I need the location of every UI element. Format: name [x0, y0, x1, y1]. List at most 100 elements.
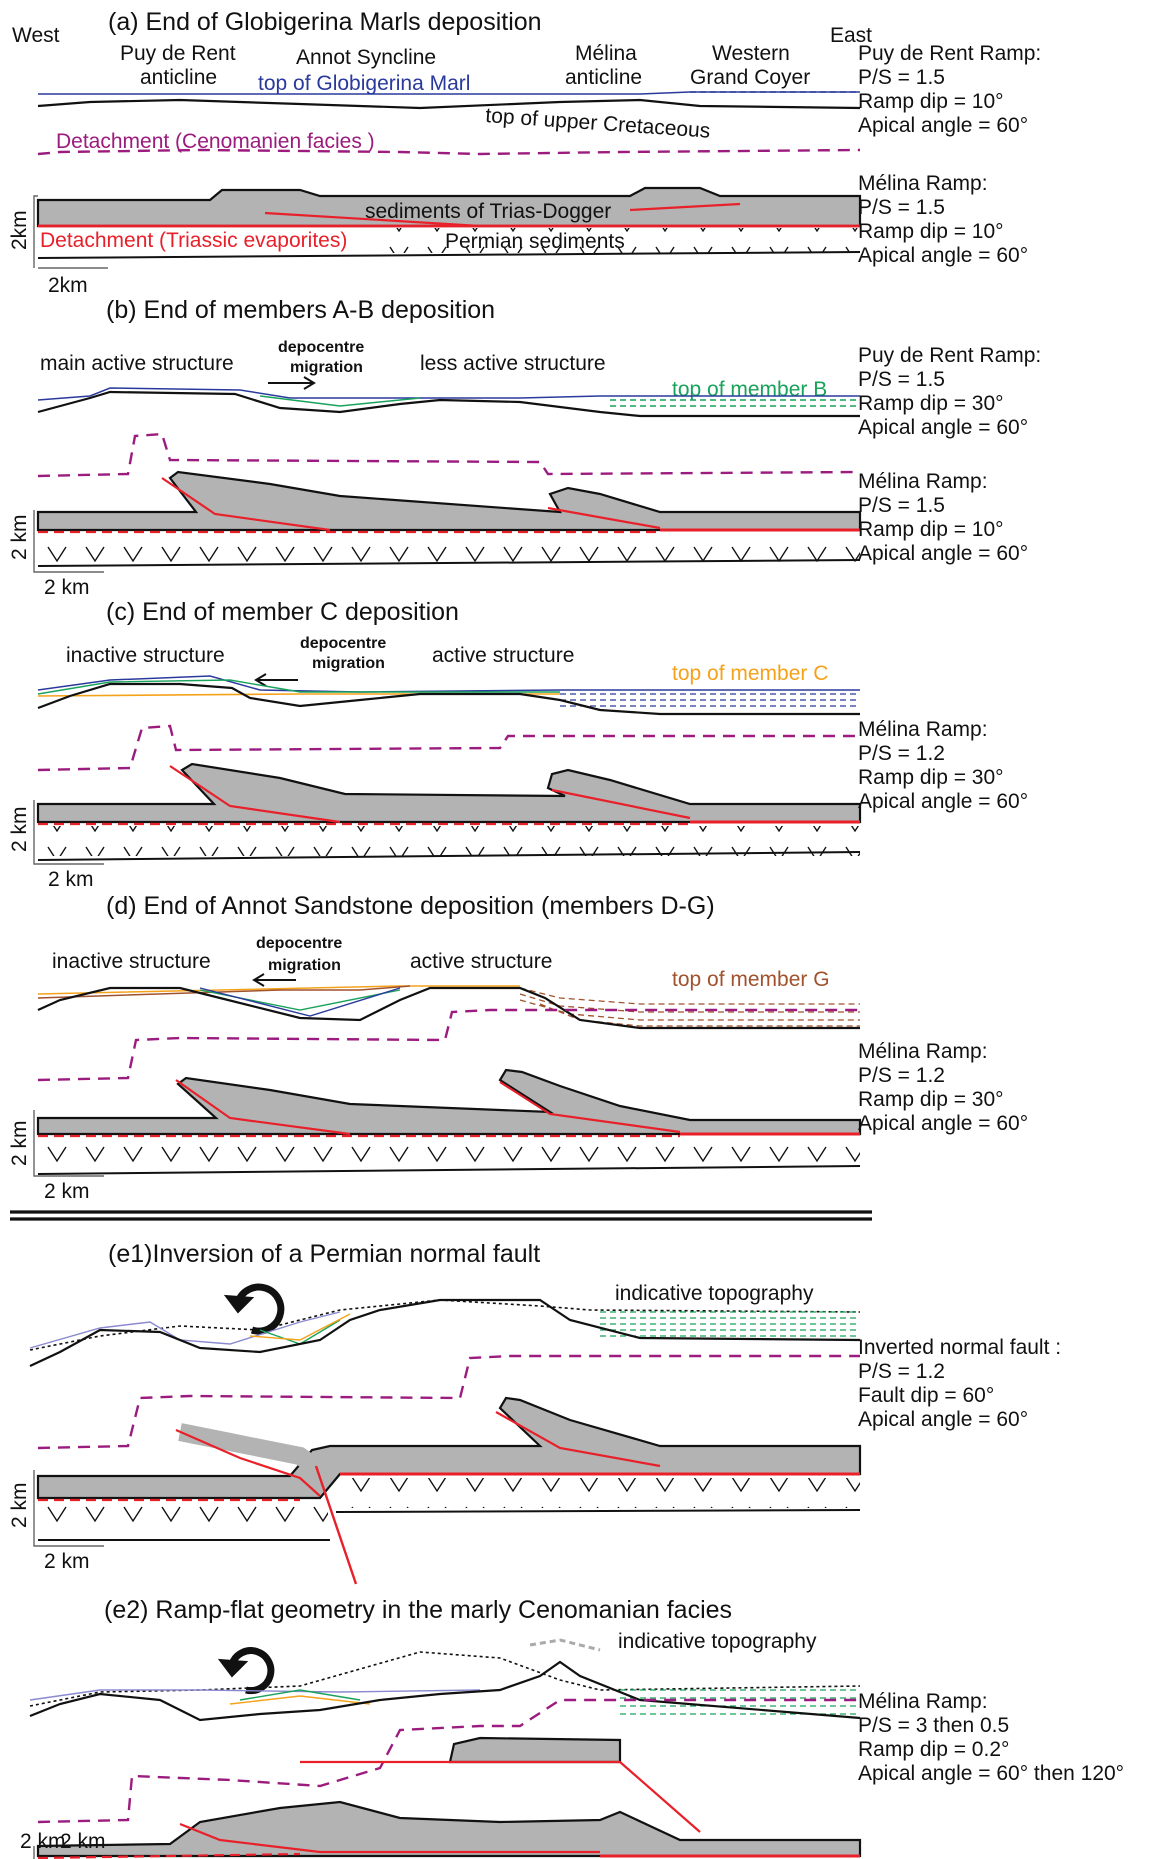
c-right-label: active structure: [432, 644, 574, 667]
d-cretaceous-line: [37, 986, 860, 1030]
scale-vertical-label-c: 2 km: [8, 806, 31, 852]
c-melina-ramp: [551, 788, 691, 820]
e2-ramp-flat: [300, 1760, 701, 1833]
e1-member-c-line: [249, 1313, 351, 1341]
e2-param-4: Apical angle = 60° then 120°: [858, 1762, 1124, 1785]
cretaceous-top-line: [37, 98, 861, 110]
b-param-6: P/S = 1.5: [858, 494, 945, 517]
d-permian-hatch: [38, 1138, 860, 1168]
grand-coyer-label: Grand Coyer: [690, 66, 810, 89]
e1-melina-ramp: [495, 1411, 661, 1468]
b-permian-hatch: [38, 534, 860, 564]
b-melina-ramp: [547, 506, 661, 530]
e2-marl-line: [29, 1689, 481, 1701]
b-right-label: less active structure: [420, 352, 606, 375]
d-depocentre-label: depocentre: [256, 935, 342, 952]
scale-vertical-label-a: 2km: [8, 210, 31, 250]
panel-a: (a) End of Globigerina Marls deposition …: [8, 8, 1041, 297]
cenomanian-detachment-line: [37, 148, 861, 156]
a-param-6: Mélina Ramp:: [858, 172, 988, 195]
e2-param-3: Ramp dip = 0.2°: [858, 1738, 1009, 1761]
e1-inverted-normal-fault: [314, 1465, 358, 1585]
e1-upper-sheet-fill: [178, 1423, 328, 1480]
trias-dogger-label: sediments of Trias-Dogger: [365, 200, 611, 223]
c-basement-line: [37, 851, 861, 861]
e2-upper-sheet: [448, 1736, 622, 1764]
upper-cretaceous-label: top of upper Cretaceous: [485, 104, 711, 143]
b-member-label: top of member B: [672, 378, 827, 401]
e2-param-1: Mélina Ramp:: [858, 1690, 988, 1713]
d-puy-ramp: [175, 1079, 351, 1136]
melina-label-1: Mélina: [575, 42, 637, 65]
d-cenomanian-line: [37, 1008, 860, 1082]
c-arrow-head-left: [254, 673, 267, 687]
b-member-b-line: [259, 395, 421, 407]
b-marl-line: [37, 387, 860, 401]
a-param-4: Apical angle = 60°: [858, 114, 1028, 137]
b-basement-line: [37, 559, 861, 567]
west-label: West: [12, 24, 60, 47]
e1-topography-label: indicative topography: [615, 1282, 814, 1305]
b-depocentre-label: depocentre: [278, 339, 364, 356]
permian-sediments-label: Permian sediments: [445, 230, 625, 253]
d-right-label: active structure: [410, 950, 552, 973]
e2-param-2: P/S = 3 then 0.5: [858, 1714, 1009, 1737]
c-thrust-sheet: [36, 762, 862, 824]
c-param-4: Apical angle = 60°: [858, 790, 1028, 813]
panel-b-title: (b) End of members A-B deposition: [106, 296, 495, 324]
d-member-g-line: [37, 985, 411, 999]
e2-member-b-line: [239, 1689, 361, 1701]
rotation-arrow-icon: [234, 1283, 285, 1335]
b-cretaceous-line: [37, 390, 860, 418]
scale-vertical-label-e2: 2 km: [20, 1830, 66, 1853]
melina-label-2: anticline: [565, 66, 642, 89]
c-cenomanian-line: [37, 724, 860, 772]
b-param-8: Apical angle = 60°: [858, 542, 1028, 565]
e2-cenomanian-line: [37, 1698, 860, 1824]
c-param-2: P/S = 1.2: [858, 742, 945, 765]
e1-member-dashed: [600, 1311, 860, 1337]
scale-bar-e1: [33, 1470, 104, 1547]
rotation-arrow-icon-e2: [228, 1647, 275, 1695]
c-member-label: top of member C: [672, 662, 828, 685]
panel-c-title: (c) End of member C deposition: [106, 598, 459, 626]
e1-puy-ramp: [175, 1428, 321, 1497]
e1-permian-hatch-upper: [336, 1478, 860, 1508]
b-thrust-sheet: [36, 470, 862, 532]
c-param-3: Ramp dip = 30°: [858, 766, 1004, 789]
e1-permian-hatch-lower: [38, 1504, 328, 1534]
c-permian-hatch: [38, 826, 860, 856]
puy-de-rent-label-1: Puy de Rent: [120, 42, 236, 65]
d-migration-label: migration: [268, 957, 341, 974]
scale-horizontal-label-d: 2 km: [44, 1180, 90, 1203]
panel-e2-title: (e2) Ramp-flat geometry in the marly Cen…: [104, 1596, 732, 1624]
b-param-1: Puy de Rent Ramp:: [858, 344, 1041, 367]
panel-a-title: (a) End of Globigerina Marls deposition: [108, 8, 542, 36]
annot-syncline-label: Annot Syncline: [296, 46, 436, 69]
a-param-1: Puy de Rent Ramp:: [858, 42, 1041, 65]
panel-e2: (e2) Ramp-flat geometry in the marly Cen…: [20, 1596, 1124, 1859]
b-left-label: main active structure: [40, 352, 234, 375]
e2-thrust-sheet: [36, 1800, 862, 1858]
b-cenomanian-line: [37, 432, 861, 478]
e1-basement-upper: [335, 1509, 861, 1513]
a-param-2: P/S = 1.5: [858, 66, 945, 89]
e2-member-c-line: [229, 1695, 371, 1705]
puy-de-rent-label-2: anticline: [140, 66, 217, 89]
scale-bar-b: [33, 510, 104, 573]
b-arrow-head-right: [303, 376, 316, 390]
panel-d-title: (d) End of Annot Sandstone deposition (m…: [106, 892, 715, 920]
b-migration-label: migration: [290, 359, 363, 376]
e2-topography-label: indicative topography: [618, 1630, 817, 1653]
c-depocentre-label: depocentre: [300, 635, 386, 652]
panel-e1: (e1)Inversion of a Permian normal fault …: [8, 1240, 1061, 1585]
basement-line-a: [37, 251, 861, 259]
d-param-4: Apical angle = 60°: [858, 1112, 1028, 1135]
scale-horizontal-label-c: 2 km: [48, 868, 94, 891]
puy-de-rent-ramp-a: [264, 211, 481, 228]
c-cretaceous-line: [37, 682, 860, 716]
e1-param-2: P/S = 1.2: [858, 1360, 945, 1383]
d-param-2: P/S = 1.2: [858, 1064, 945, 1087]
scale-horizontal-label-a: 2km: [48, 274, 88, 297]
